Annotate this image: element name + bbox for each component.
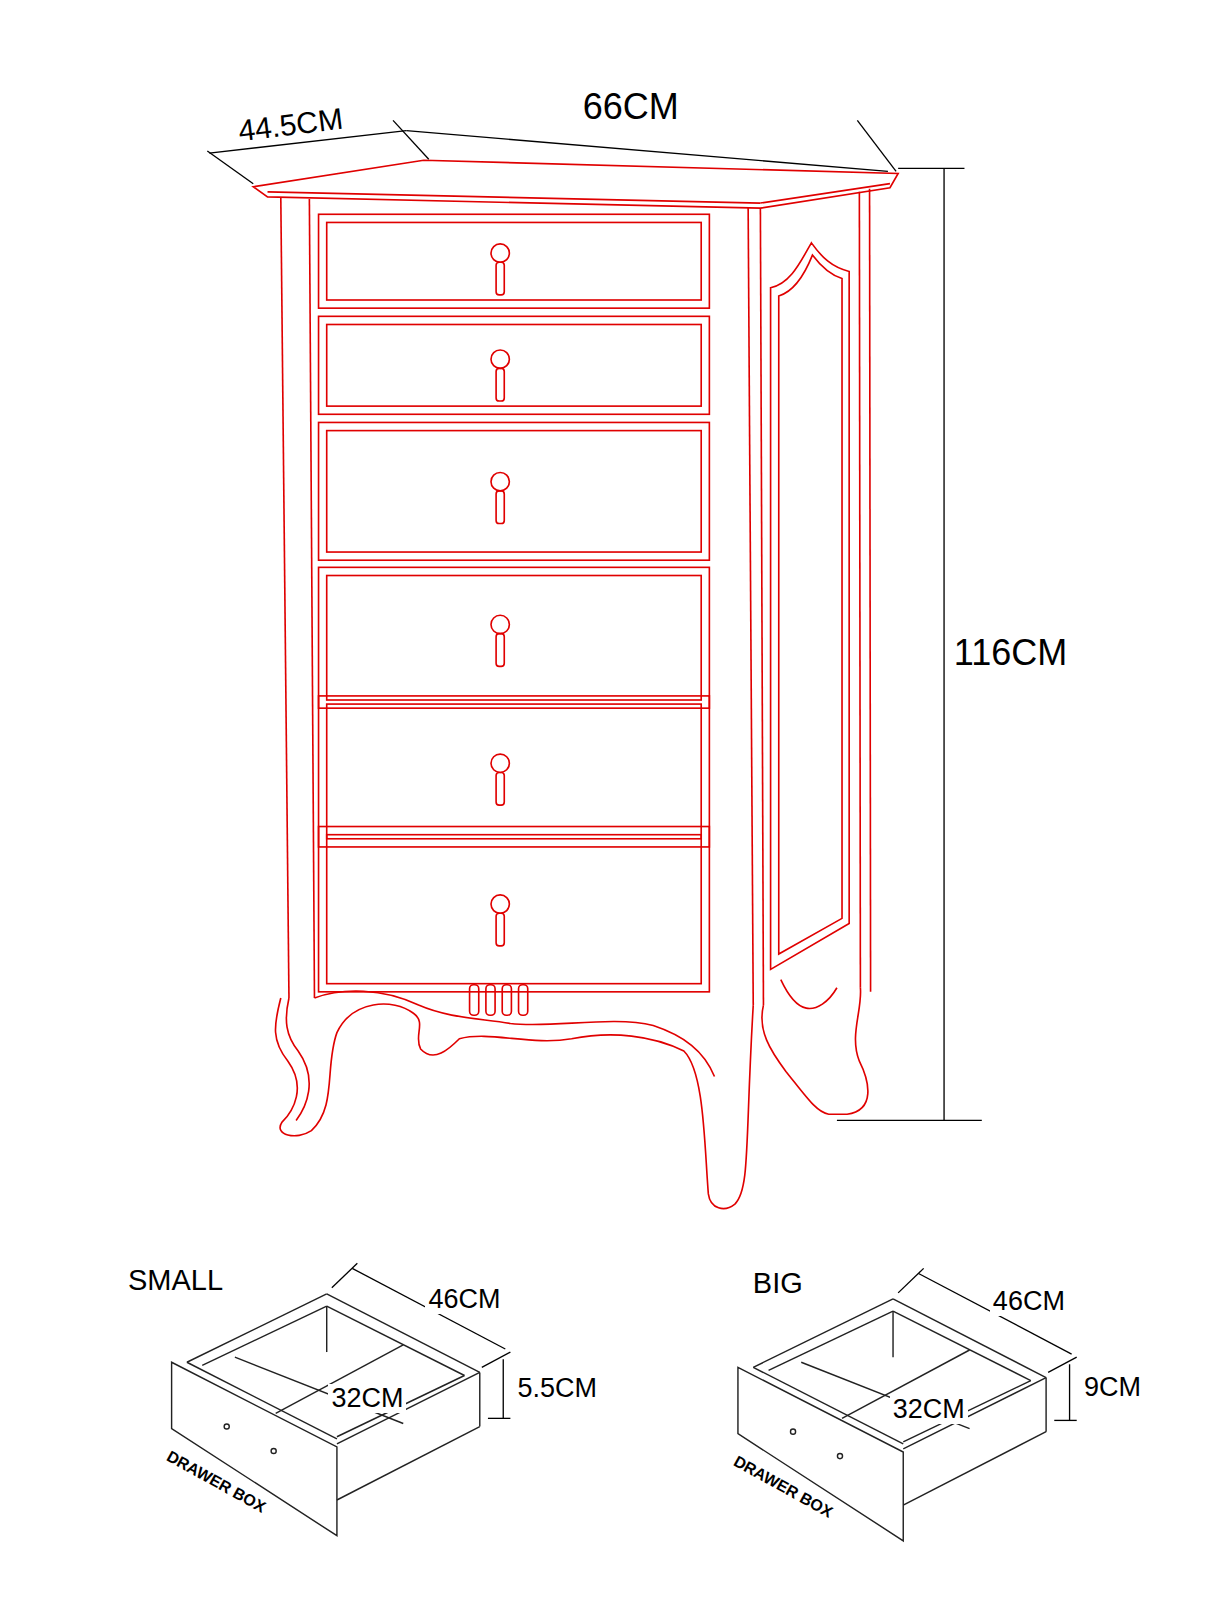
drawer-depth-dimension: 46CM <box>425 1285 503 1315</box>
depth-dimension: 44.5CM <box>234 101 348 147</box>
drawer-width-dimension: 32CM <box>890 1395 968 1425</box>
drawer-height-dimension: 5.5CM <box>515 1374 601 1404</box>
drawer-size-title: SMALL <box>125 1265 226 1297</box>
drawer-depth-dimension: 46CM <box>990 1287 1068 1317</box>
width-dimension: 66CM <box>580 87 682 127</box>
drawer-knobs <box>491 244 509 946</box>
drawer-fronts <box>319 214 710 992</box>
drawer-box-big <box>738 1299 1046 1541</box>
dimension-lines <box>207 120 1076 1420</box>
drawer-box-small <box>172 1294 480 1536</box>
drawer-width-dimension: 32CM <box>328 1384 406 1414</box>
height-dimension: 116CM <box>951 633 1070 673</box>
chest-drawing <box>253 160 898 1208</box>
drawer-box-label: DRAWER BOX <box>728 1451 838 1523</box>
drawer-height-dimension: 9CM <box>1081 1373 1144 1403</box>
drawer-box-label: DRAWER BOX <box>161 1446 271 1518</box>
drawer-size-title: BIG <box>750 1268 806 1300</box>
